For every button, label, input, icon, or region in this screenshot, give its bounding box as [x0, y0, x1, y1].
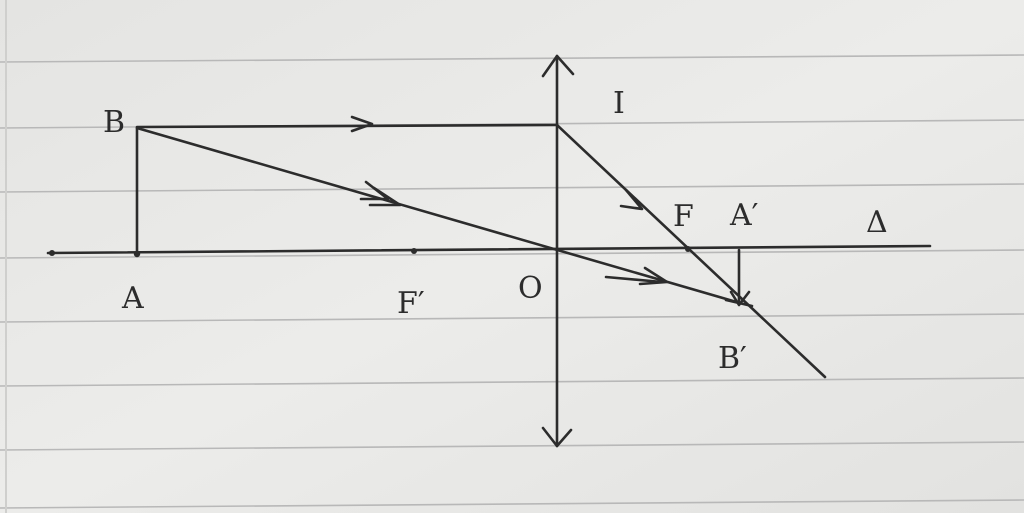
point-A-dot [133, 250, 141, 258]
label-I: I [613, 86, 625, 121]
ruled-line [0, 54, 1024, 63]
ruled-line [0, 249, 1024, 259]
label-B: B [103, 105, 125, 140]
ray-refracted-through-F [555, 123, 827, 379]
label-B-prime: B′ [718, 341, 747, 376]
ink-drawing [46, 54, 932, 448]
label-F: F [673, 199, 694, 234]
label-A-prime: A′ [729, 198, 759, 233]
ruled-line [0, 377, 1024, 387]
point-F-dot [685, 246, 691, 252]
optical-axis [46, 244, 932, 255]
label-A: A [121, 281, 144, 316]
point-F-prime-dot [411, 248, 417, 254]
ray-center-arrow-3 [638, 266, 669, 286]
ray-through-center [135, 126, 742, 305]
ray-refracted-arrow [619, 188, 644, 211]
image-tick-mark [724, 298, 754, 308]
ray-center-arrow-4 [604, 275, 664, 284]
ray-parallel [135, 123, 559, 129]
lens-bottom-arrow [541, 426, 573, 448]
axis-end-dot [49, 250, 55, 256]
label-axis-delta: Δ [866, 205, 888, 240]
ruled-line [0, 183, 1024, 193]
label-O: O [518, 271, 543, 306]
ruled-line [0, 313, 1024, 323]
ray-parallel-arrow [350, 115, 374, 133]
ruled-line [0, 441, 1024, 451]
lens-top-arrow [541, 54, 575, 78]
point-labels: B A F′ O I F A′ B′ Δ [103, 86, 888, 376]
ruled-line [0, 499, 1024, 509]
ray-center-arrow-2 [368, 186, 402, 207]
image-arrow-head [729, 290, 751, 307]
label-F-prime: F′ [397, 286, 425, 321]
